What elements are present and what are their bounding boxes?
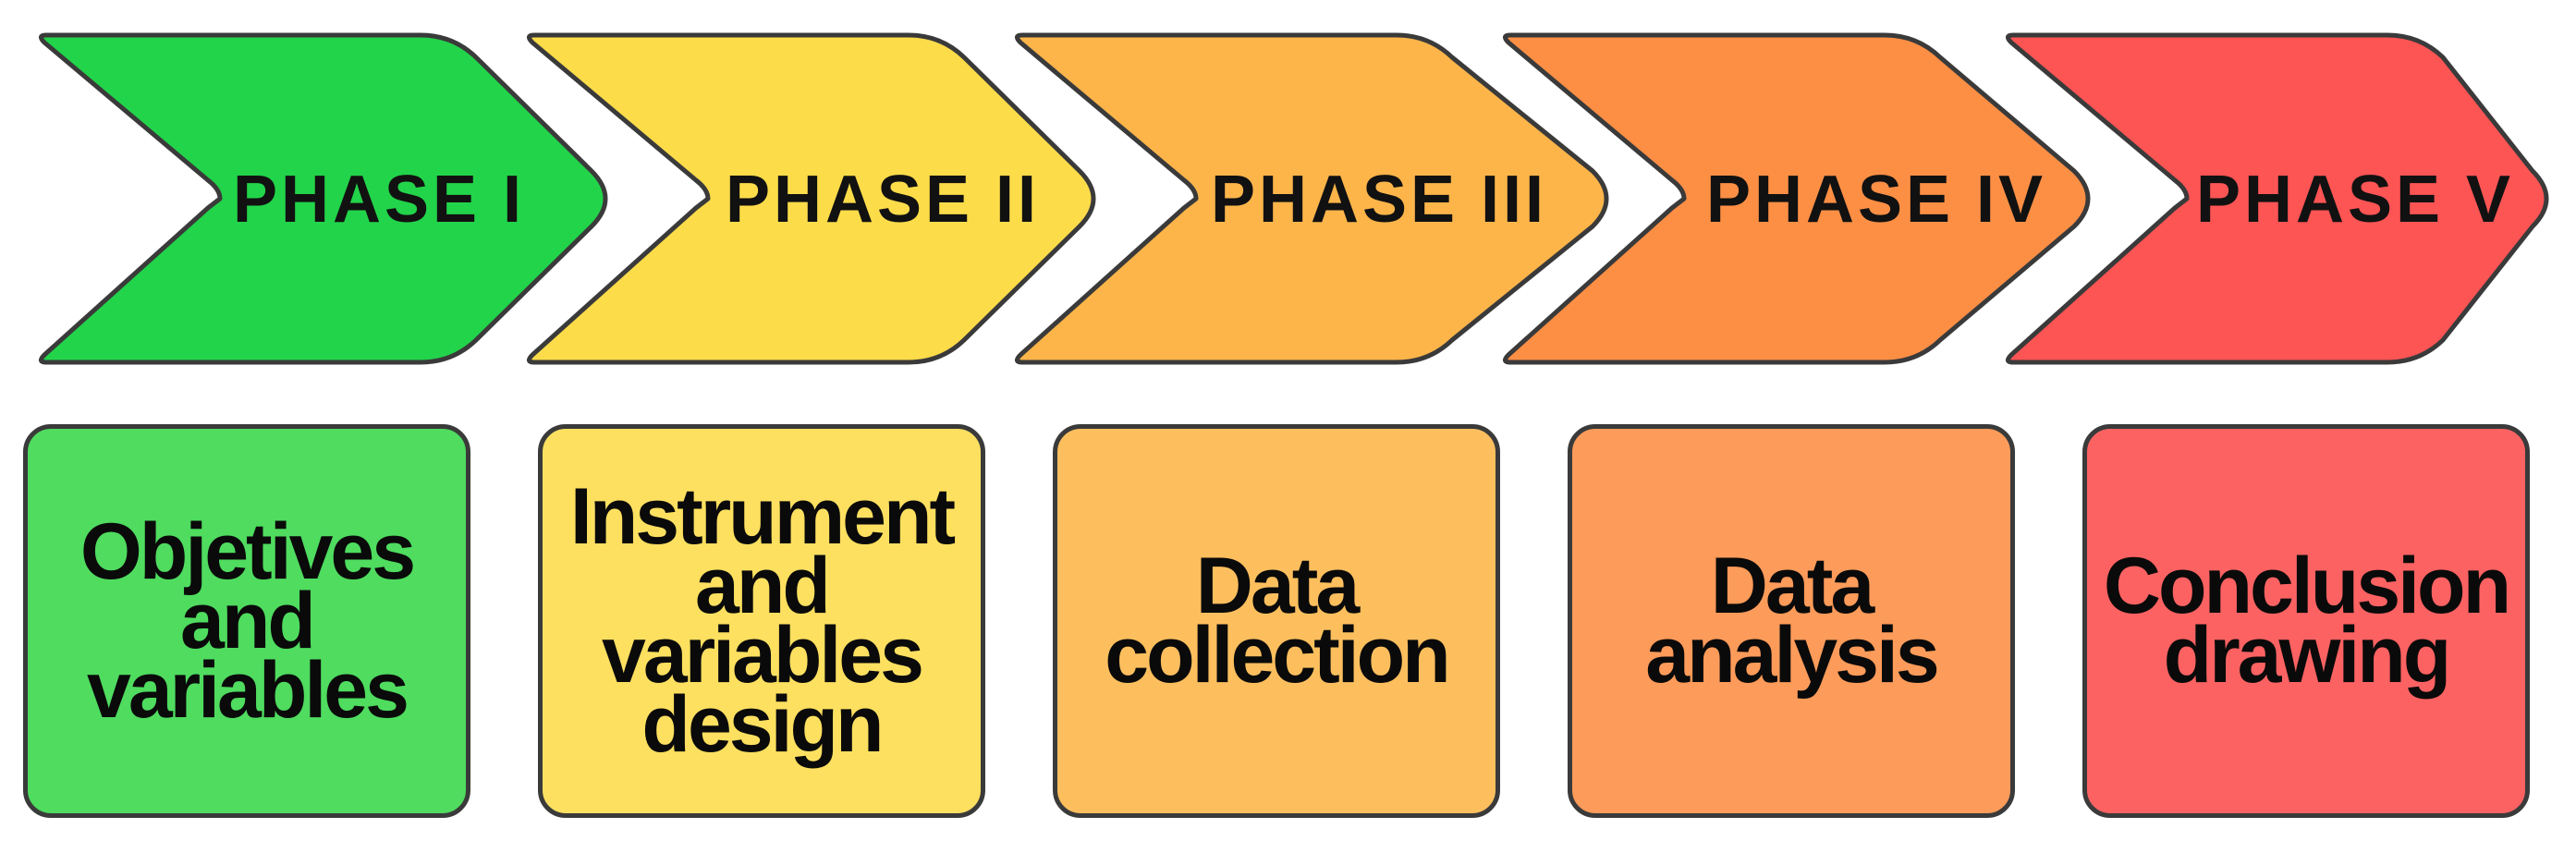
phase-arrow-3-shape [1015, 32, 1609, 365]
phase-box-3-text: Data collection [1105, 542, 1450, 700]
phase-arrow-4-label: PHASE IV [1706, 163, 2046, 237]
phase-arrow-3: PHASE III [1015, 32, 1609, 365]
phase-arrow-2: PHASE II [527, 32, 1096, 365]
phase-arrow-2-label: PHASE II [726, 163, 1040, 237]
phase-box-3: Data collection [1053, 424, 1500, 818]
phase-box-5: Conclusion drawing [2082, 424, 2530, 818]
phase-arrow-1-label: PHASE I [233, 163, 525, 237]
phase-box-2-text: Instrument and variables design [569, 472, 956, 769]
phase-box-1-text: Objetives and variables [79, 506, 416, 735]
phase-arrows: PHASE I PHASE II PHASE III PHASE IV PHAS… [39, 32, 2549, 365]
phase-box-5-text: Conclusion drawing [2103, 542, 2511, 700]
phase-arrow-5-label: PHASE V [2196, 163, 2514, 237]
phase-arrow-5: PHASE V [2006, 32, 2549, 365]
phase-arrow-2-shape [527, 32, 1096, 365]
phase-arrow-1: PHASE I [39, 32, 608, 365]
phase-arrow-5-shape [2006, 32, 2549, 365]
phase-arrow-1-shape [39, 32, 608, 365]
phase-box-2: Instrument and variables design [538, 424, 985, 818]
phase-arrow-3-label: PHASE III [1211, 163, 1547, 237]
phase-arrow-4-shape [1503, 32, 2091, 365]
phase-box-4: Data analysis [1568, 424, 2015, 818]
phase-box-4-text: Data analysis [1645, 542, 1939, 700]
phase-arrow-4: PHASE IV [1503, 32, 2091, 365]
phase-box-1: Objetives and variables [23, 424, 470, 818]
